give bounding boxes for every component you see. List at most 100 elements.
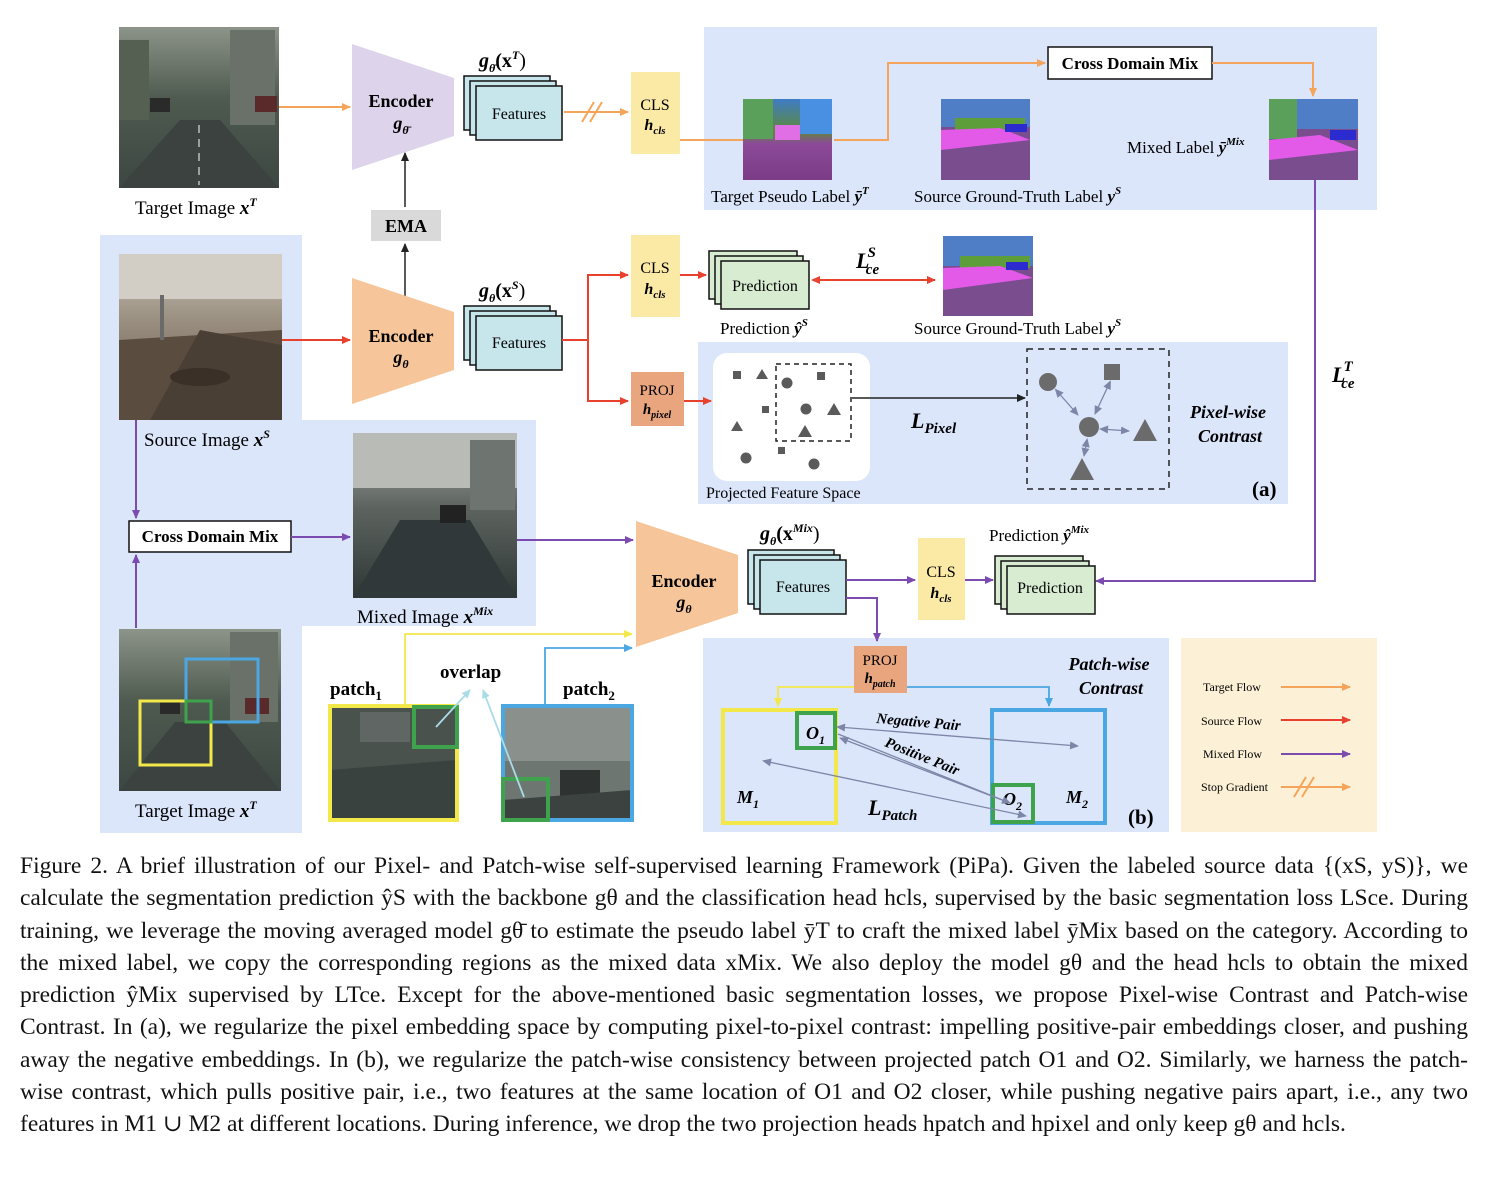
ema-encoder-label: Encoder [369,91,434,111]
stop-gradient-mark-1 [581,101,595,123]
overlap-o1-in-patch1 [412,705,459,749]
m1-label: M1 [736,787,759,811]
source-image [119,254,282,420]
target-flow-to-cross-mix [834,59,1046,141]
overlap-o2-in-patch2 [501,777,550,822]
target-flow-to-mixed-label [1212,62,1317,97]
o1-label: O1 [806,723,825,747]
overlap-label: overlap [440,662,501,683]
overlap-pointer-2 [482,689,525,798]
cls-box-1 [631,72,680,154]
source-flow-to-proj [587,340,629,405]
loss-pixel: LPixel [910,408,957,437]
proj-box-2 [854,646,907,693]
features-3-label: Features [776,579,830,596]
proj-1-var: hpixel [643,402,672,421]
m2-label: M2 [1065,787,1088,811]
proj-1-label: PROJ [639,383,674,399]
o1-box [795,711,837,750]
mix-encoder-var: gθ [675,592,692,616]
pixel-contrast-anchors [1039,364,1157,480]
prediction-s-label: Prediction ŷS [720,317,808,338]
proj-2-var: hpatch [864,671,896,690]
legend-stop-gradient-mark-2 [1301,776,1315,798]
patch-proj-to-m1 [774,686,854,707]
cls-box-2 [631,235,680,317]
cross-domain-mix-left-box [128,520,292,553]
g-xmix-label: gθ(xMix) [759,521,820,548]
ema-encoder [352,44,454,170]
target-pseudo-label-label: Target Pseudo Label ȳT [711,185,870,206]
ema-label: EMA [385,216,427,236]
source-gt-label-2-label: Source Ground-Truth Label yS [914,317,1121,338]
patch2-label: patch2 [563,679,615,703]
legend-stop-gradient-label: Stop Gradient [1201,780,1269,794]
ema-box [371,210,441,241]
features-stack-2 [463,305,563,371]
cls-1-label: CLS [640,97,669,114]
loss-patch: LPatch [867,795,917,824]
patch2-region [184,657,260,724]
prediction-stack-1 [708,250,810,310]
source-flow-to-cls [562,271,629,341]
target-image-bottom-label: Target Image xT [135,798,257,822]
patch1-region [138,699,213,767]
source-gt-label-1-label: Source Ground-Truth Label yS [914,185,1121,206]
mixed-label-label: Mixed Label ȳMix [1127,136,1245,157]
projected-feature-space [713,353,870,481]
patch1-flow [404,630,633,705]
mixed-image-label: Mixed Image xMix [357,604,493,628]
target-image-top [119,27,279,188]
patch-wise-contrast-line1: Patch-wise [1068,654,1150,674]
legend-stop-gradient-mark-1 [1293,776,1307,798]
negative-pair-label: Negative Pair [875,711,962,734]
stop-gradient-mark-2 [589,101,603,123]
student-encoder [352,278,454,404]
feature-points [731,369,841,470]
caption-text: Figure 2. A brief illustration of our Pi… [20,853,1468,1138]
pixel-wise-contrast-line2: Contrast [1198,426,1263,446]
cross-domain-mix-top-label: Cross Domain Mix [1062,54,1199,73]
projected-feature-space-label: Projected Feature Space [706,485,861,502]
patch1-border [328,704,459,822]
mix-encoder-label: Encoder [652,571,717,591]
cross-domain-mix-top-box [1047,46,1213,80]
legend-panel-bg [1181,638,1377,832]
pixel-contrast-box [1026,348,1170,490]
patch-wise-contrast-line2: Contrast [1079,678,1144,698]
student-encoder-var: gθ [392,347,409,371]
cls-1-var: hcls [644,117,665,137]
prediction-mix-label: Prediction ŷMix [989,524,1090,545]
mixed-label-image [1269,99,1358,180]
legend-mixed-flow-label: Mixed Flow [1203,747,1262,761]
overlap-pointer-1 [435,689,471,728]
cls-box-3 [918,538,965,620]
legend-target-flow-label: Target Flow [1203,680,1261,694]
patch-proj-to-m2 [907,686,1053,707]
patch2-image [503,706,632,820]
panel-a-label: (a) [1252,477,1277,501]
mixed-flow-to-proj-patch [846,597,881,642]
prediction-box-1-label: Prediction [732,278,798,295]
patch1-image [330,706,457,820]
pixel-contrast-arrows [1054,380,1130,457]
patch-contrast-arrows [762,723,1079,819]
features-stack-3 [747,549,847,615]
figure-caption: Figure 2. A brief illustration of our Pi… [20,850,1468,1141]
pipa-framework-figure: Target Image xT Encoder gθ̄ EMA gθ̄(xT) … [100,27,1377,833]
patch1-label: patch1 [330,679,382,703]
source-image-label: Source Image xS [144,427,270,451]
prediction-stack-2 [994,555,1096,615]
target-pseudo-label-image [743,99,832,180]
student-encoder-label: Encoder [369,326,434,346]
mixed-flow-label-to-prediction [1095,180,1316,585]
mix-encoder [636,521,738,647]
cls-2-label: CLS [640,260,669,277]
features-1-label: Features [492,106,546,123]
target-image-top-label: Target Image xT [135,195,257,219]
overlap-region [184,699,213,724]
mixed-image [353,433,517,598]
patch2-border [501,704,634,822]
